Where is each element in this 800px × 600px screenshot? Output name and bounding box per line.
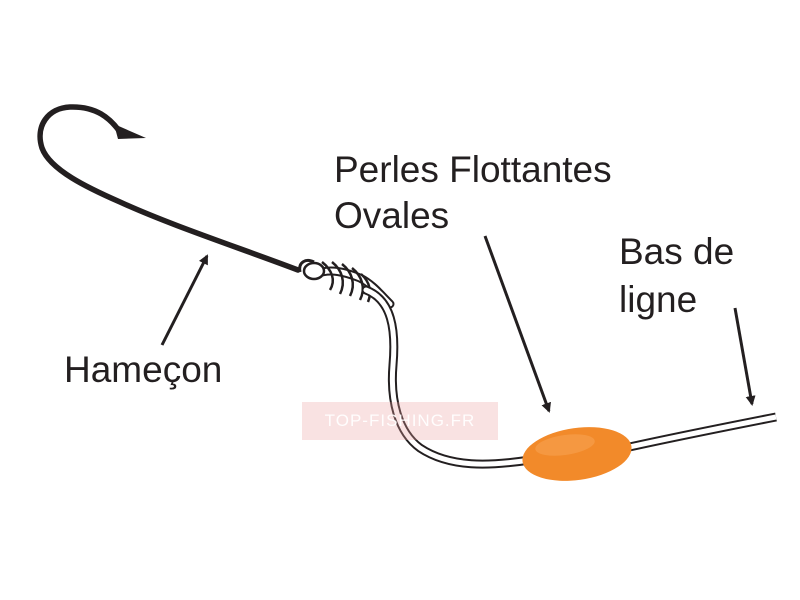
bead-icon xyxy=(522,427,632,481)
hook-arrow xyxy=(160,254,209,346)
leader-line xyxy=(361,285,777,469)
leader-label-line1: Bas de xyxy=(619,231,735,272)
beads-label-line2: Ovales xyxy=(334,195,450,236)
hook-icon xyxy=(37,104,315,273)
watermark: TOP-FISHING.FR xyxy=(302,402,498,440)
hook-label: Hameçon xyxy=(64,349,223,390)
leader-arrow xyxy=(733,307,756,406)
watermark-text: TOP-FISHING.FR xyxy=(324,411,476,430)
leader-label-line2: ligne xyxy=(619,279,698,320)
beads-label-line1: Perles Flottantes xyxy=(334,149,612,190)
bead-arrow xyxy=(483,235,551,413)
